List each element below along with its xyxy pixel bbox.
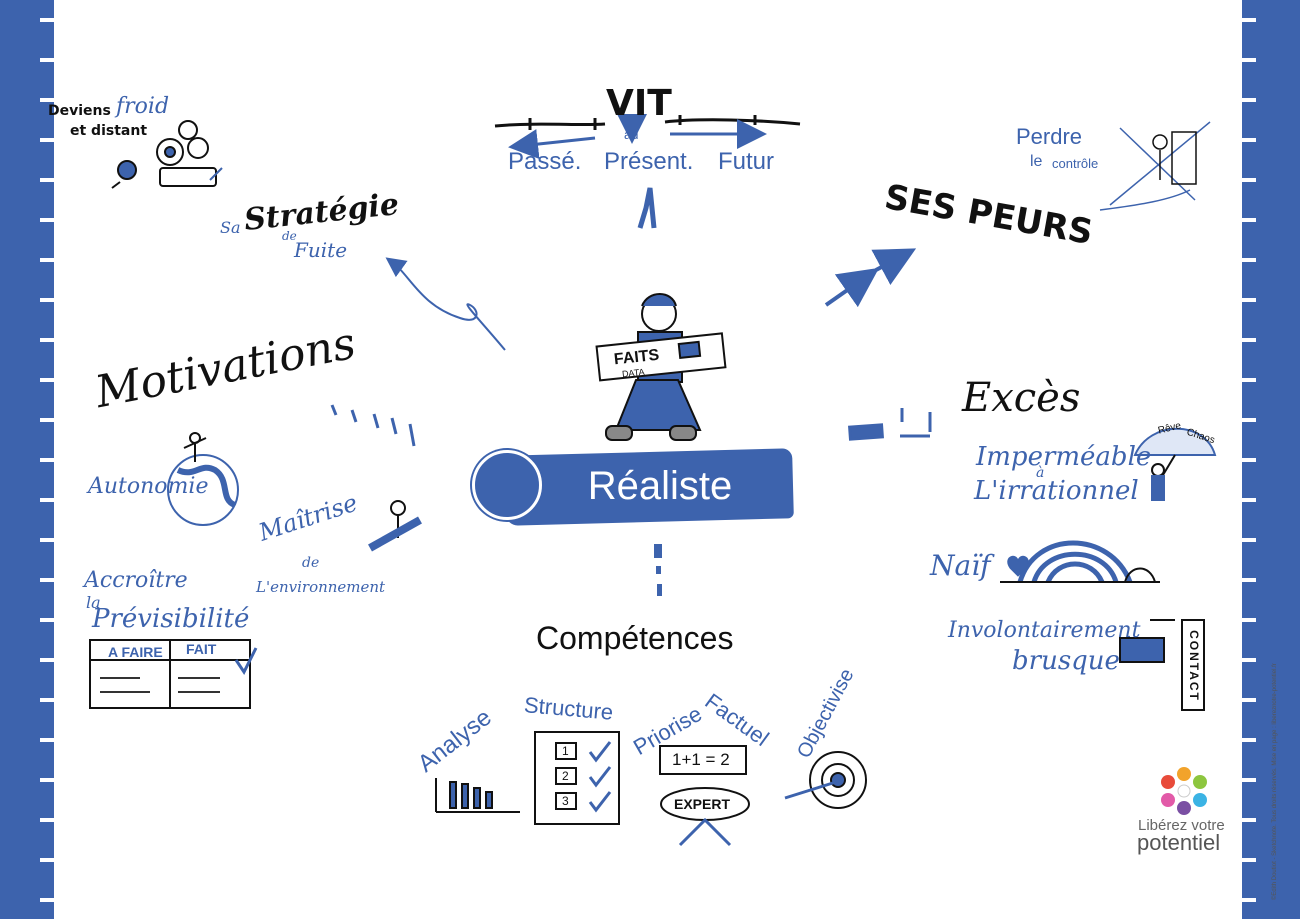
- checklist-number-2: 2: [562, 769, 569, 783]
- contact-illustration: [1119, 619, 1205, 711]
- vit-title: VIT: [606, 83, 672, 124]
- timeline-drawing: [494, 115, 801, 130]
- peurs-line1: Perdre: [1016, 124, 1083, 149]
- vit-connector: au: [624, 127, 639, 142]
- structure-checklist: [534, 731, 620, 825]
- motivation-previsibilite: Prévisibilité: [92, 604, 250, 634]
- umbrella-illustration: [1133, 427, 1217, 501]
- checklist-number-3: 3: [562, 794, 569, 808]
- froid-illustration: [111, 120, 223, 189]
- peurs-arrows: [824, 248, 917, 308]
- example-highlight: froid: [116, 94, 170, 119]
- peurs-line2-word: contrôle: [1052, 156, 1099, 171]
- control-illustration: [1099, 121, 1211, 211]
- timeline-arrows: [508, 114, 767, 160]
- table-header-todo: A FAIRE: [108, 644, 163, 660]
- expert-badge: [659, 745, 750, 847]
- vit-present: Présent.: [604, 148, 694, 175]
- exces-involontairement: Involontairement: [948, 618, 1141, 643]
- motivation-environnement: L'environnement: [256, 578, 386, 596]
- exces-impermeable: Imperméable: [976, 442, 1152, 472]
- checklist-number-1: 1: [562, 744, 569, 758]
- connector-bottom: [654, 544, 662, 596]
- maitrise-wrench: [368, 500, 422, 552]
- motivation-autonomie: Autonomie: [88, 474, 209, 499]
- target-illustration: [784, 751, 867, 809]
- rainbow-illustration: [1000, 540, 1160, 584]
- left-border: [0, 0, 54, 919]
- analyse-bars: [435, 778, 520, 813]
- motivation-ticks: [330, 404, 416, 447]
- logo-dots: [1161, 767, 1207, 815]
- exces-naif: Naïf: [930, 549, 991, 582]
- motivation-la: la: [86, 593, 101, 612]
- example-pre: Deviens: [48, 103, 111, 119]
- strategie-connector: de: [282, 229, 297, 243]
- exces-irrationnel: L'irrationnel: [974, 476, 1139, 506]
- central-title: Réaliste: [587, 464, 733, 508]
- contact-text: CONTACT: [1186, 630, 1201, 702]
- connector-top: [637, 187, 657, 229]
- motivation-accroitre: Accroître: [84, 568, 188, 593]
- competences-title: Compétences: [536, 620, 734, 656]
- competence-equation: 1+1 = 2: [672, 750, 730, 769]
- exces-a: à: [1036, 465, 1045, 481]
- vit-future: Futur: [718, 148, 775, 175]
- exces-brusque: brusque: [1012, 646, 1120, 676]
- vit-past: Passé.: [508, 148, 582, 175]
- strategie-swirl-arrow: [385, 257, 506, 351]
- realiste-figure: [595, 293, 727, 441]
- logo-line1: Libérez votre: [1138, 817, 1225, 834]
- example-post: et distant: [70, 123, 148, 139]
- todo-table: [89, 639, 258, 709]
- copyright-text: ©Edith Doutiot - Sketchnote. Tous droits…: [1272, 663, 1278, 900]
- strategie-prefix: Sa: [220, 218, 241, 237]
- peurs-line2-pre: le: [1030, 153, 1043, 170]
- table-header-done: FAIT: [186, 641, 217, 657]
- exces-title: Excès: [962, 375, 1081, 421]
- strategie-word: Fuite: [294, 238, 348, 262]
- motivation-maitrise-de: de: [302, 555, 320, 571]
- right-border: [1242, 0, 1300, 919]
- logo-line2: potentiel: [1137, 830, 1221, 855]
- exces-marks: [848, 408, 932, 441]
- autonomie-globe: [167, 432, 239, 526]
- gears-icon: [472, 450, 542, 520]
- competence-badge: EXPERT: [674, 796, 731, 812]
